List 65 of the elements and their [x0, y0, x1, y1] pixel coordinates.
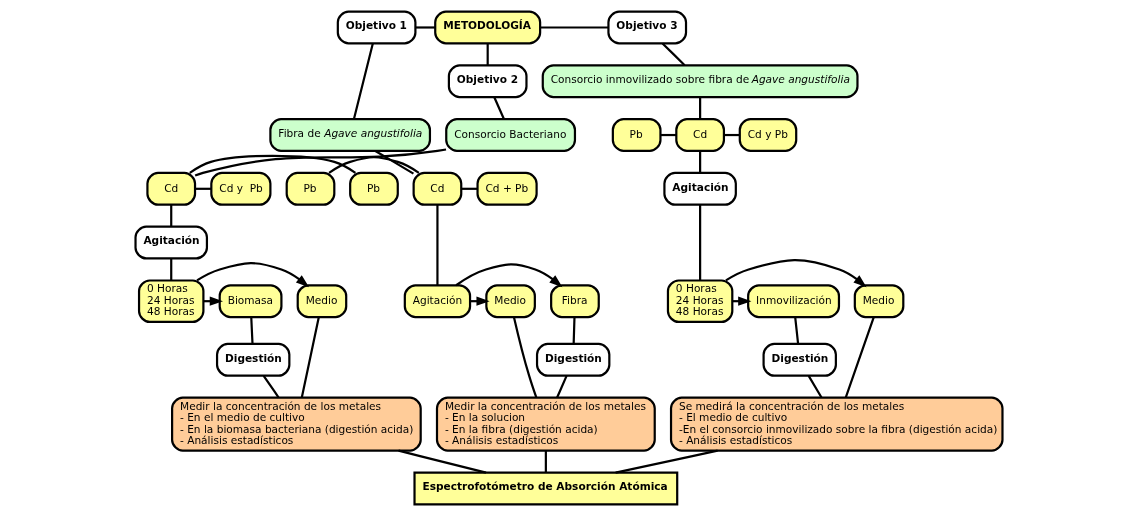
- arrow: [455, 263, 563, 288]
- connector: [699, 97, 702, 119]
- node-box: Medio: [485, 284, 536, 319]
- connector: [170, 204, 173, 227]
- connector: [556, 375, 568, 398]
- node-box: Medir la concentración de los metales - En la solucion - En la fibra (digestión acida) - Análisis estadísticos: [435, 396, 656, 452]
- node-box: Medio: [296, 284, 348, 319]
- node-box: Cd y Pb: [738, 118, 798, 152]
- connector: [352, 43, 374, 120]
- connector: [170, 258, 173, 281]
- node-box: Consorcio Bacteriano: [445, 118, 577, 152]
- connector: [194, 148, 447, 177]
- connector: [374, 150, 414, 175]
- connector: [461, 187, 478, 190]
- node-box: Digestión: [535, 342, 611, 377]
- node-box: Digestión: [215, 342, 291, 377]
- node-box: Agitación: [403, 284, 472, 319]
- node-box: Pb: [285, 171, 336, 206]
- node-box: Pb: [349, 171, 399, 206]
- connector: [328, 156, 420, 174]
- connector: [544, 450, 547, 473]
- connector: [493, 96, 505, 120]
- connector: [540, 26, 609, 29]
- connector: [195, 187, 212, 190]
- node-box: Medir la concentración de los metales - En el medio de cultivo - En la biomasa bacteriana (digestión acida) - Análisis estadísticos: [171, 396, 422, 452]
- node-box: Objetivo 1: [336, 10, 417, 45]
- node-box: Agitación: [134, 225, 209, 260]
- node-box: Se medirá la concentración de los metales - El medio de cultivo -En el consorcio inmovilizado sobre la fibra (digestión acida) - Análisis estadísticos: [669, 396, 1004, 452]
- node-box: Objetivo 3: [607, 10, 688, 45]
- node-box: METODOLOGÍA: [434, 10, 542, 45]
- node-box: Cd: [412, 171, 463, 206]
- connector: [262, 375, 280, 399]
- node-box: Biomasa: [218, 284, 283, 319]
- connector: [807, 375, 823, 399]
- node-box: Pb: [611, 118, 662, 152]
- node-box: Consorcio inmovilizado sobre fibra de Agave angustifolia: [541, 64, 859, 99]
- node-box: Agitación: [663, 171, 737, 206]
- node-box: Cd + Pb: [476, 171, 538, 206]
- connector: [794, 317, 800, 344]
- node-box: Cd: [675, 118, 725, 152]
- connector: [415, 26, 436, 29]
- connector: [189, 154, 356, 174]
- connector: [300, 316, 320, 398]
- node-box: Inmovilización: [747, 284, 841, 319]
- connector: [661, 42, 686, 66]
- node-box: Objetivo 2: [447, 64, 528, 99]
- connector: [699, 204, 702, 281]
- connector: [512, 316, 538, 398]
- node-box: Medio: [853, 284, 905, 319]
- node-box: Espectrofotómetro de Absorción Atómica: [413, 471, 679, 506]
- arrow: [196, 262, 310, 288]
- connector: [572, 317, 576, 344]
- connector: [250, 317, 254, 344]
- connector: [486, 43, 489, 66]
- node-box: Digestión: [762, 342, 837, 377]
- connector: [844, 316, 875, 398]
- connector: [699, 150, 702, 173]
- node-box: 0 Horas 24 Horas 48 Horas: [137, 279, 205, 323]
- node-box: Cd: [146, 171, 197, 206]
- node-box: Fibra: [550, 284, 600, 319]
- node-box: 0 Horas 24 Horas 48 Horas: [666, 279, 734, 323]
- arrow: [725, 259, 867, 288]
- node-box: Fibra de Agave angustifolia: [269, 118, 432, 152]
- connector: [436, 204, 439, 285]
- node-box: Cd y Pb: [210, 171, 272, 206]
